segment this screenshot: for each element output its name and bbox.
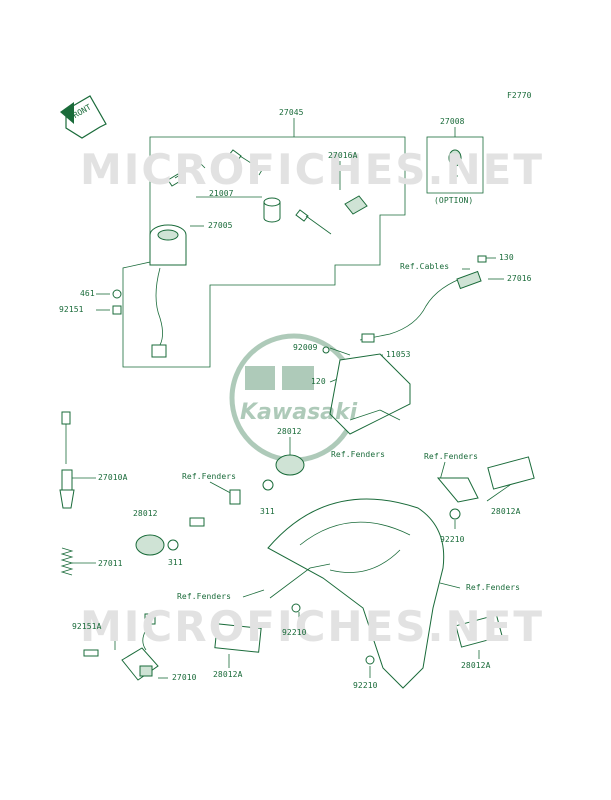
rear-fender [267,498,445,689]
label-92151A: 92151A [72,622,102,631]
label-92009: 92009 [293,343,318,352]
reflector-28012-left [135,489,241,556]
label-28012A-lowerright: 28012A [461,661,491,670]
label-92210-mid: 92210 [282,628,307,637]
label-11053: 11053 [386,350,411,359]
front-arrow-icon [60,95,107,139]
label-ref-fenders-lowerright: Ref.Fenders [466,583,521,592]
label-ref-fenders-left: Ref.Fenders [182,472,237,481]
label-27011: 27011 [98,559,123,568]
switch-27010A [59,411,75,509]
ignition-switch [149,224,187,358]
label-21007: 21007 [209,189,234,198]
leader-lines [70,118,511,679]
label-461: 461 [80,289,95,298]
kawasaki-logo-text: Kawasaki [240,400,358,425]
switch-27010 [121,613,159,681]
key-blank-27008 [448,149,462,182]
label-130: 130 [499,253,514,262]
label-92210-right: 92210 [440,535,465,544]
label-28012-top: 28012 [277,427,302,436]
label-ref-fenders-right: Ref.Fenders [424,452,479,461]
label-27005: 27005 [208,221,233,230]
label-ref-fenders-lower: Ref.Fenders [177,592,232,601]
diagram-code: F2770 [507,91,532,100]
label-311-b: 311 [168,558,183,567]
label-option: (OPTION) [434,196,474,205]
reflector-28012A-right [436,456,535,503]
lock-cylinder-21007 [263,197,281,223]
label-27010: 27010 [172,673,197,682]
keys-set [167,149,368,235]
label-27045: 27045 [279,108,304,117]
reflector-28012A-lowerright [455,614,503,648]
reflector-28012A-left [214,623,262,653]
label-28012A-right: 28012A [491,507,521,516]
label-27016A: 27016A [328,151,358,160]
label-28012-left: 28012 [133,509,158,518]
label-27010A: 27010A [98,473,128,482]
reflector-28012-top [275,454,305,476]
label-92210-bottom: 92210 [353,681,378,690]
watermark-top: MICROFICHES.NET [80,145,544,194]
label-92151: 92151 [59,305,84,314]
spring-27011 [60,547,74,576]
label-311-a: 311 [260,507,275,516]
label-ref-cables: Ref.Cables [400,262,450,271]
watermark-bottom: MICROFICHES.NET [80,602,544,651]
bracket-11053 [329,353,411,435]
label-27016: 27016 [507,274,532,283]
label-27008: 27008 [440,117,465,126]
label-ref-fenders-mid: Ref.Fenders [331,450,386,459]
label-28012A-left: 28012A [213,670,243,679]
cable-switch-27016 [359,270,482,343]
label-120: 120 [311,377,326,386]
